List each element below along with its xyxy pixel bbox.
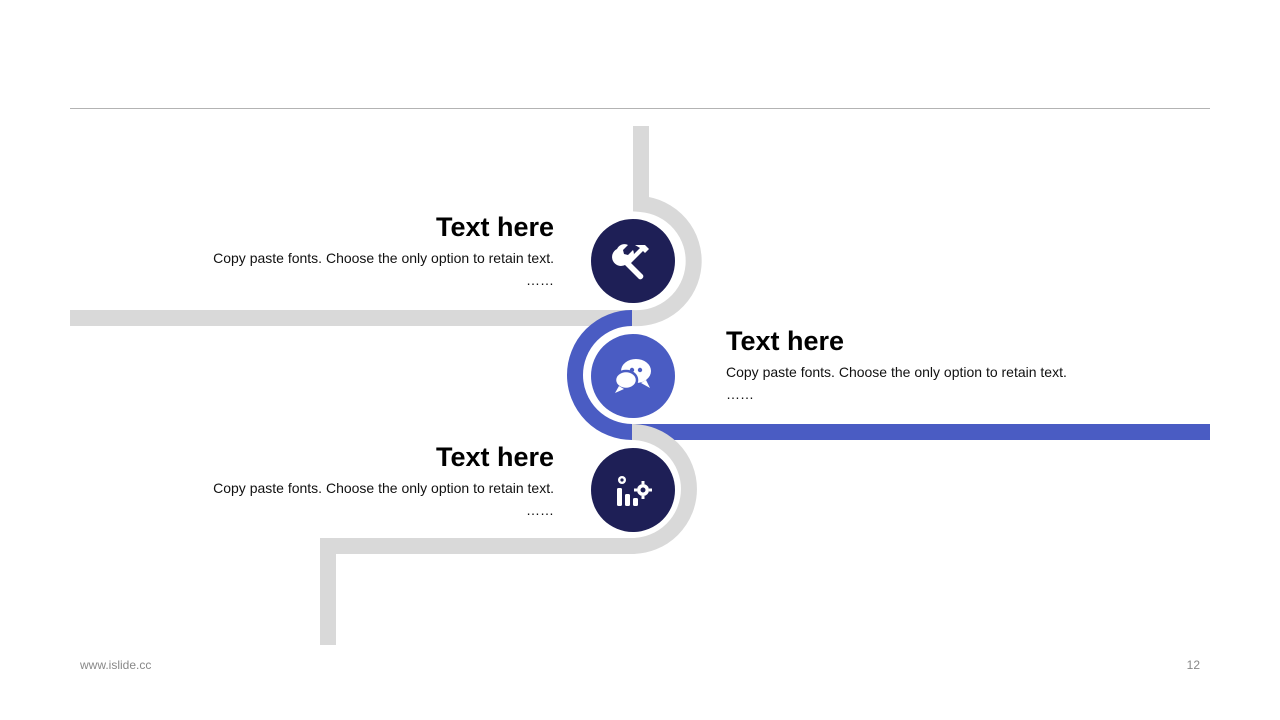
step-1-ellipsis: ……: [526, 272, 554, 288]
track-segment-2: [567, 310, 1210, 440]
footer-url: www.islide.cc: [80, 658, 152, 672]
step-3-text: Text here Copy paste fonts. Choose the o…: [150, 441, 554, 521]
step-3-title: Text here: [435, 442, 554, 472]
tools-icon: [591, 219, 675, 303]
step-1-description: Copy paste fonts. Choose the only option…: [213, 250, 554, 266]
step-2-title: Text here: [726, 326, 845, 356]
step-1-title: Text here: [435, 212, 554, 242]
chart-gear-icon: [591, 448, 675, 532]
top-divider: [70, 108, 1210, 109]
step-3-ellipsis: ……: [526, 502, 554, 518]
track-segment-1: [70, 126, 702, 327]
track-segment-3: [320, 424, 697, 645]
page-number: 12: [1186, 658, 1200, 672]
step-2-description: Copy paste fonts. Choose the only option…: [726, 364, 1067, 380]
step-1-text: Text here Copy paste fonts. Choose the o…: [150, 211, 554, 291]
chat-bubbles-icon: [591, 334, 675, 418]
step-3-description: Copy paste fonts. Choose the only option…: [213, 480, 554, 496]
step-2-ellipsis: ……: [726, 386, 754, 402]
step-2-text: Text here Copy paste fonts. Choose the o…: [726, 325, 1146, 405]
